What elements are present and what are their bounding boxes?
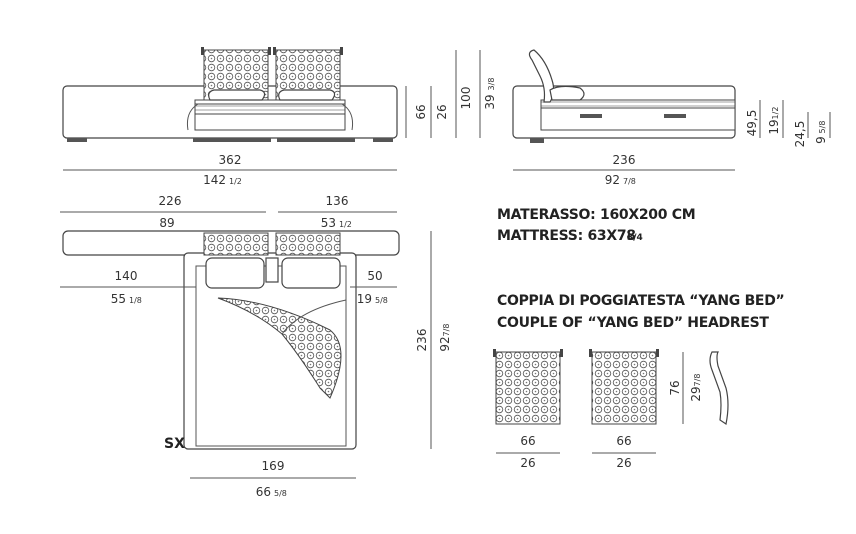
- side-label: SX: [164, 436, 185, 452]
- headrest-height-in-frac: 7/8: [693, 374, 702, 387]
- side-depth-cm: 236: [613, 153, 636, 167]
- headrest-1-width-in: 26: [520, 456, 535, 470]
- front-width-in-frac: 1/2: [229, 177, 242, 186]
- top-headrest-right: [275, 232, 341, 256]
- side-base-height-in-frac: 5/8: [818, 121, 827, 134]
- top-left-width-in: 89: [159, 216, 174, 230]
- front-pillow-left: [208, 89, 266, 101]
- top-right-offset-cm: 50: [367, 269, 382, 283]
- front-height-66: 66: [414, 104, 428, 119]
- top-left-offset-in-frac: 1/8: [129, 296, 142, 305]
- headrest-profile: [709, 351, 729, 425]
- top-headrest-left: [203, 232, 269, 256]
- top-right-width-in: 53: [321, 216, 336, 230]
- side-base-height-cm: 24,5: [793, 121, 807, 148]
- side-base-height-in: 9: [814, 136, 828, 144]
- top-bed-width-in-frac: 5/8: [274, 489, 287, 498]
- mattress-note: MATERASSO: 160X200 CM MATTRESS: 63X78 3/…: [497, 207, 696, 244]
- side-foot: [530, 138, 544, 143]
- top-pillow-right: [281, 257, 341, 289]
- top-left-width-cm: 226: [159, 194, 182, 208]
- top-right-width-in-frac: 1/2: [339, 220, 352, 229]
- headrest-2-width-cm: 66: [616, 434, 631, 448]
- top-length-cm: 236: [415, 329, 429, 352]
- front-view: 362 142 1/2 66 26 100 39 3/8: [62, 47, 497, 187]
- top-view: 226 89 136 53 1/2 140 55 1/8 50 19 5/8 2…: [60, 194, 452, 499]
- headrest-2-width-in: 26: [616, 456, 631, 470]
- front-height-39: 39: [483, 94, 497, 109]
- headrest-note: COPPIA DI POGGIATESTA “YANG BED” COUPLE …: [497, 293, 785, 331]
- front-foot-center-left: [193, 138, 271, 142]
- headrest-1-width-cm: 66: [520, 434, 535, 448]
- front-height-26: 26: [435, 104, 449, 119]
- front-width-in: 142: [203, 173, 226, 187]
- side-mattress-height-in-frac: 1/2: [771, 107, 780, 120]
- front-foot-left: [67, 138, 87, 142]
- headrest-panel-2: [591, 351, 657, 425]
- top-right-width-cm: 136: [326, 194, 349, 208]
- front-foot-center-right: [277, 138, 355, 142]
- top-right-offset-in: 19: [357, 292, 372, 306]
- top-left-offset-cm: 140: [115, 269, 138, 283]
- front-mattress-topper: [194, 103, 346, 115]
- front-height-39-frac: 3/8: [487, 78, 496, 91]
- headrest-panel-1: [495, 351, 561, 425]
- mattress-note-line2: MATTRESS: 63X78: [497, 228, 636, 244]
- side-pillow: [549, 85, 585, 101]
- top-right-offset-in-frac: 5/8: [375, 296, 388, 305]
- headrest-note-line1: COPPIA DI POGGIATESTA “YANG BED”: [497, 293, 784, 309]
- mattress-note-line2-frac: 3/4: [627, 233, 643, 243]
- front-foot-right: [373, 138, 393, 142]
- headrest-height-in: 29: [689, 386, 703, 401]
- side-view: 236 92 7/8 49,5 19 1/2 24,5 9 5/8: [512, 49, 831, 187]
- side-depth-in: 92: [605, 173, 620, 187]
- side-depth-in-frac: 7/8: [623, 177, 636, 186]
- side-mattress-height-in: 19: [767, 119, 781, 134]
- front-frame-curve-right: [341, 103, 353, 131]
- top-bed-width-cm: 169: [262, 459, 285, 473]
- top-length-in: 92: [438, 336, 452, 351]
- headrest-height-cm: 76: [668, 380, 682, 395]
- top-pillow-left: [205, 257, 265, 289]
- front-frame-curve-left: [187, 103, 199, 131]
- front-height-100: 100: [459, 87, 473, 110]
- top-blanket: [217, 297, 342, 399]
- side-mattress-topper: [540, 99, 736, 109]
- mattress-note-line1: MATERASSO: 160X200 CM: [497, 207, 695, 223]
- top-bed-width-in: 66: [256, 485, 271, 499]
- top-left-offset-in: 55: [111, 292, 126, 306]
- side-headrest-profile: [528, 49, 555, 103]
- front-width-cm: 362: [219, 153, 242, 167]
- front-pillow-right: [278, 89, 336, 101]
- top-length-in-frac: 7/8: [442, 324, 451, 337]
- headrest-detail: 76 29 7/8 66 26 66 26: [493, 349, 729, 470]
- side-mattress-height-cm: 49,5: [745, 110, 759, 137]
- headrest-note-line2: COUPLE OF “YANG BED” HEADREST: [497, 315, 769, 331]
